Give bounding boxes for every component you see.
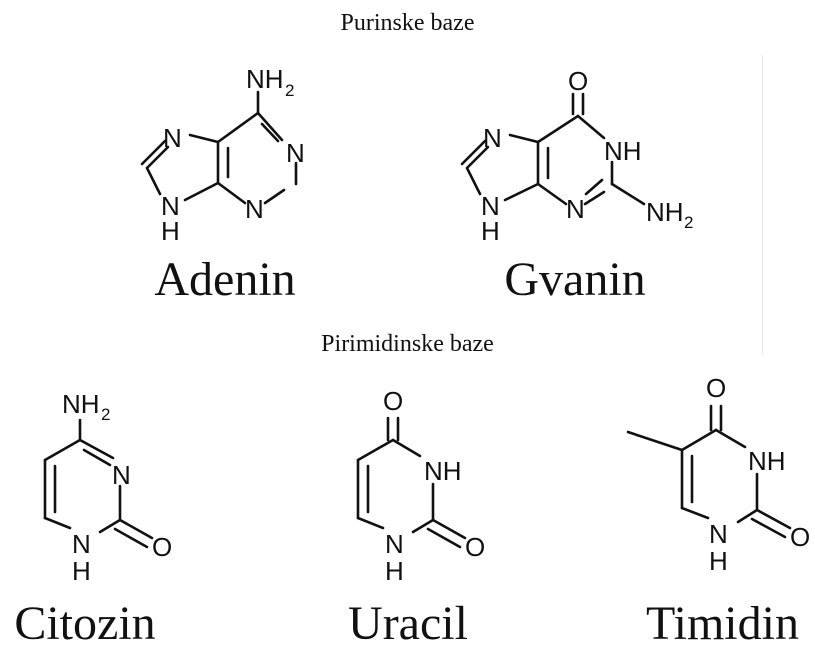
uracil-atom-n1-h: H <box>385 556 404 586</box>
pyrimidine-heading: Pirimidinske baze <box>321 331 494 357</box>
guanine-atom-n9: N <box>481 191 500 221</box>
thymine-label: Timidin <box>646 597 799 650</box>
adenine-atom-n7: N <box>163 123 182 153</box>
guanine-label: Gvanin <box>504 253 646 306</box>
cytosine-atom-nh2-sub: 2 <box>101 405 110 424</box>
adenine-atom-n9-h: H <box>161 216 180 246</box>
adenine-atom-nh2-sub: 2 <box>285 81 294 100</box>
cytosine-atom-o2: O <box>152 532 172 562</box>
adenine-atom-n9: N <box>161 191 180 221</box>
uracil-atom-n3: NH <box>424 456 462 486</box>
cytosine-atom-n1-h: H <box>72 556 91 586</box>
guanine-atom-o6: O <box>568 66 588 96</box>
adenine-atom-n1: N <box>286 138 305 168</box>
guanine-atom-n9-h: H <box>481 216 500 246</box>
adenine-structure: NH 2 N N N N H <box>140 64 305 246</box>
guanine-atom-nh2: NH <box>646 197 684 227</box>
thymine-atom-o2: O <box>790 522 810 552</box>
guanine-structure: O N NH N N H NH 2 <box>460 66 693 246</box>
thymine-structure: O NH O N H <box>626 373 810 576</box>
uracil-structure: O NH O N H <box>356 386 485 586</box>
cytosine-atom-n3: N <box>112 460 131 490</box>
cytosine-structure: NH 2 N O N H <box>43 389 172 586</box>
adenine-atom-n3: N <box>245 194 264 224</box>
guanine-atom-n3: N <box>566 194 585 224</box>
uracil-atom-o2: O <box>465 532 485 562</box>
uracil-label: Uracil <box>348 597 468 650</box>
divider-line <box>762 55 763 355</box>
thymine-atom-o4: O <box>706 373 726 403</box>
cytosine-atom-n1: N <box>72 529 91 559</box>
guanine-atom-nh2-sub: 2 <box>684 213 693 232</box>
adenine-atom-nh2: NH <box>246 64 284 94</box>
thymine-atom-n3: NH <box>748 446 786 476</box>
thymine-atom-n1: N <box>709 519 728 549</box>
uracil-atom-o4: O <box>383 386 403 416</box>
cytosine-label: Citozin <box>14 597 156 650</box>
cytosine-atom-nh2: NH <box>62 389 100 419</box>
adenine-label: Adenin <box>154 253 296 306</box>
uracil-atom-n1: N <box>385 529 404 559</box>
guanine-atom-n1: NH <box>604 136 642 166</box>
thymine-atom-n1-h: H <box>709 546 728 576</box>
purine-heading: Purinske baze <box>340 10 475 36</box>
guanine-atom-n7: N <box>483 123 502 153</box>
